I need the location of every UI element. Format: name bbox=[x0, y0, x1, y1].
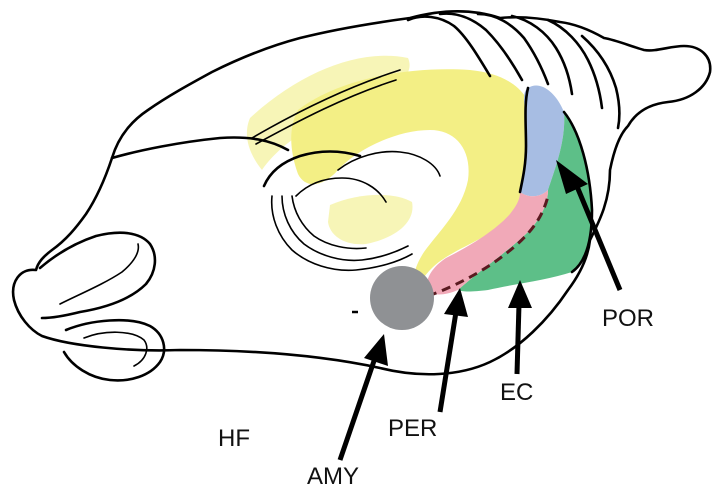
label-per: PER bbox=[388, 415, 437, 442]
olfactory-bulb-inner bbox=[60, 244, 138, 304]
amygdala-region bbox=[370, 266, 434, 330]
label-amy: AMY bbox=[307, 463, 359, 490]
hippocampus-lower-wash bbox=[328, 195, 413, 244]
label-ec: EC bbox=[500, 379, 533, 406]
per-arrow bbox=[440, 288, 468, 412]
ec-arrow bbox=[508, 280, 532, 374]
label-hf: HF bbox=[218, 425, 250, 452]
label-por: POR bbox=[602, 305, 654, 332]
amy-arrow bbox=[340, 334, 388, 460]
cerebellum-fold-6 bbox=[582, 36, 619, 128]
cerebellum-fold-1 bbox=[408, 17, 490, 76]
